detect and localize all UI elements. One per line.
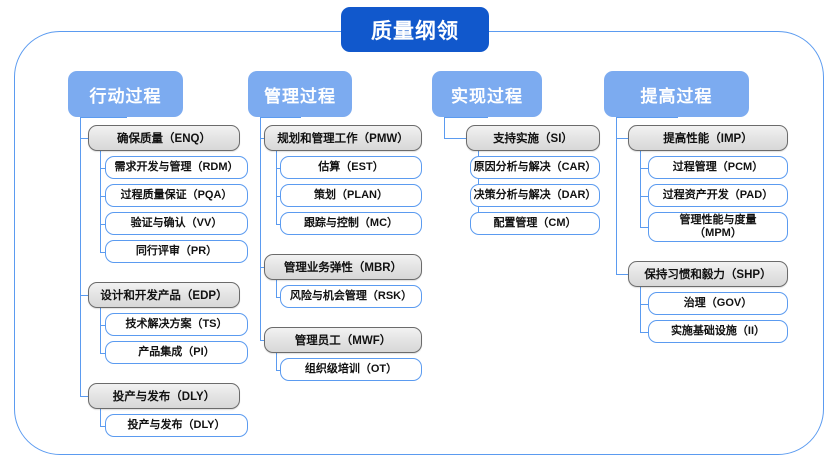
connector-trunk-col-4	[616, 117, 618, 274]
connector-sub-to-child-col-4-2-1	[640, 304, 648, 306]
connector-trunk-col-1	[80, 117, 82, 396]
connector-header-join-col-1	[80, 117, 127, 119]
connector-subtrunk-col-2-2	[276, 280, 278, 297]
column-header-2[interactable]: 管理过程	[248, 71, 352, 117]
child-box-col-3-1-2[interactable]: 决策分析与解决（DAR）	[470, 184, 600, 207]
connector-sub-to-child-col-2-1-2	[276, 196, 280, 198]
parent-box-col-1-2[interactable]: 设计和开发产品（EDP）	[88, 282, 240, 308]
connector-subtrunk-col-1-2	[100, 308, 102, 353]
connector-sub-to-child-col-2-2-1	[276, 297, 280, 299]
column-header-1[interactable]: 行动过程	[68, 71, 183, 117]
connector-subtrunk-col-4-1	[640, 151, 642, 227]
connector-trunk-to-parent-col-4-1	[616, 138, 628, 140]
connector-sub-to-child-col-1-1-2	[100, 196, 105, 198]
connector-subtrunk-col-2-1	[276, 151, 278, 224]
child-box-col-2-3-1[interactable]: 组织级培训（OT）	[280, 358, 422, 381]
child-box-col-1-1-2[interactable]: 过程质量保证（PQA）	[105, 184, 248, 207]
child-box-col-3-1-1[interactable]: 原因分析与解决（CAR）	[470, 156, 600, 179]
child-box-col-2-1-1[interactable]: 估算（EST）	[280, 156, 422, 179]
parent-box-col-1-1[interactable]: 确保质量（ENQ）	[88, 125, 240, 151]
connector-sub-to-child-col-4-1-1	[640, 168, 648, 170]
connector-sub-to-child-col-1-2-2	[100, 353, 105, 355]
child-box-col-2-1-2[interactable]: 策划（PLAN）	[280, 184, 422, 207]
connector-header-join-col-3	[444, 117, 488, 119]
connector-subtrunk-col-2-3	[276, 353, 278, 370]
child-box-col-1-3-1[interactable]: 投产与发布（DLY）	[105, 414, 248, 437]
child-box-col-1-2-2[interactable]: 产品集成（PI）	[105, 341, 248, 364]
connector-trunk-col-2	[260, 117, 262, 340]
column-header-3[interactable]: 实现过程	[432, 71, 542, 117]
child-box-col-1-2-1[interactable]: 技术解决方案（TS）	[105, 313, 248, 336]
parent-box-col-3-1[interactable]: 支持实施（SI）	[466, 125, 600, 151]
connector-subtrunk-col-4-2	[640, 287, 642, 332]
connector-trunk-col-3	[444, 117, 446, 138]
parent-box-col-4-2[interactable]: 保持习惯和毅力（SHP）	[628, 261, 788, 287]
root-title-box: 质量纲领	[341, 7, 489, 52]
connector-trunk-to-parent-col-2-2	[260, 267, 264, 269]
connector-header-join-col-4	[616, 117, 678, 119]
connector-sub-to-child-col-4-2-2	[640, 332, 648, 334]
child-box-col-4-1-3[interactable]: 管理性能与度量（MPM）	[648, 212, 788, 242]
connector-subtrunk-col-1-1	[100, 151, 102, 252]
connector-sub-to-child-col-1-3-1	[100, 426, 105, 428]
child-box-col-4-2-2[interactable]: 实施基础设施（II）	[648, 320, 788, 343]
column-header-4[interactable]: 提高过程	[604, 71, 749, 117]
parent-box-col-1-3[interactable]: 投产与发布（DLY）	[88, 383, 240, 409]
connector-trunk-to-parent-col-1-2	[80, 295, 88, 297]
connector-sub-to-child-col-2-3-1	[276, 370, 280, 372]
connector-sub-to-child-col-4-1-2	[640, 196, 648, 198]
child-box-col-2-1-3[interactable]: 跟踪与控制（MC）	[280, 212, 422, 235]
child-box-col-3-1-3[interactable]: 配置管理（CM）	[470, 212, 600, 235]
child-box-col-1-1-4[interactable]: 同行评审（PR）	[105, 240, 248, 263]
connector-trunk-to-parent-col-2-3	[260, 340, 264, 342]
child-box-col-1-1-3[interactable]: 验证与确认（VV）	[105, 212, 248, 235]
parent-box-col-2-2[interactable]: 管理业务弹性（MBR）	[264, 254, 422, 280]
parent-box-col-2-1[interactable]: 规划和管理工作（PMW）	[264, 125, 422, 151]
connector-sub-to-child-col-2-1-1	[276, 168, 280, 170]
connector-sub-to-child-col-1-1-3	[100, 224, 105, 226]
connector-trunk-to-parent-col-1-1	[80, 138, 88, 140]
child-box-col-4-1-2[interactable]: 过程资产开发（PAD）	[648, 184, 788, 207]
connector-sub-to-child-col-1-1-1	[100, 168, 105, 170]
connector-header-join-col-2	[260, 117, 301, 119]
child-box-col-2-2-1[interactable]: 风险与机会管理（RSK）	[280, 285, 422, 308]
connector-trunk-to-parent-col-3-1	[444, 138, 466, 140]
parent-box-col-4-1[interactable]: 提高性能（IMP）	[628, 125, 788, 151]
child-box-col-4-1-1[interactable]: 过程管理（PCM）	[648, 156, 788, 179]
connector-trunk-to-parent-col-4-2	[616, 274, 628, 276]
parent-box-col-2-3[interactable]: 管理员工（MWF）	[264, 327, 422, 353]
connector-trunk-to-parent-col-1-3	[80, 396, 88, 398]
connector-trunk-to-parent-col-2-1	[260, 138, 264, 140]
child-box-col-4-2-1[interactable]: 治理（GOV）	[648, 292, 788, 315]
child-box-col-1-1-1[interactable]: 需求开发与管理（RDM）	[105, 156, 248, 179]
connector-sub-to-child-col-1-1-4	[100, 252, 105, 254]
connector-sub-to-child-col-1-2-1	[100, 325, 105, 327]
connector-sub-to-child-col-2-1-3	[276, 224, 280, 226]
connector-sub-to-child-col-4-1-3	[640, 227, 648, 229]
connector-subtrunk-col-1-3	[100, 409, 102, 426]
